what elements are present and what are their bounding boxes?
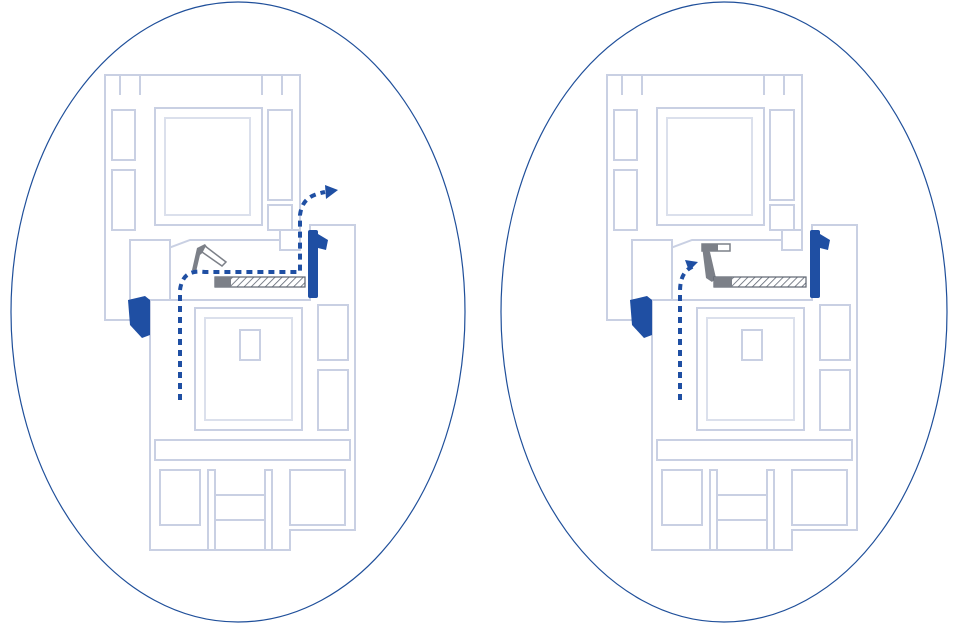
panel-left-svg <box>10 1 466 623</box>
airflow-arrow-icon <box>178 185 338 400</box>
circle-frame <box>10 1 466 623</box>
ventilation-flap-icon <box>701 243 807 288</box>
ventilation-flap-icon <box>192 244 306 288</box>
panel-left-open-ventilation <box>10 1 466 623</box>
window-profile-icon <box>606 74 803 321</box>
window-frame-lower <box>651 224 858 551</box>
circle-frame <box>500 1 948 623</box>
panel-right-svg <box>500 1 948 623</box>
window-frame-lower <box>149 224 356 551</box>
seal-icon <box>128 230 328 338</box>
seal-icon <box>630 230 830 338</box>
panel-right-closed-ventilation <box>480 0 960 625</box>
airflow-arrow-icon <box>678 260 698 400</box>
